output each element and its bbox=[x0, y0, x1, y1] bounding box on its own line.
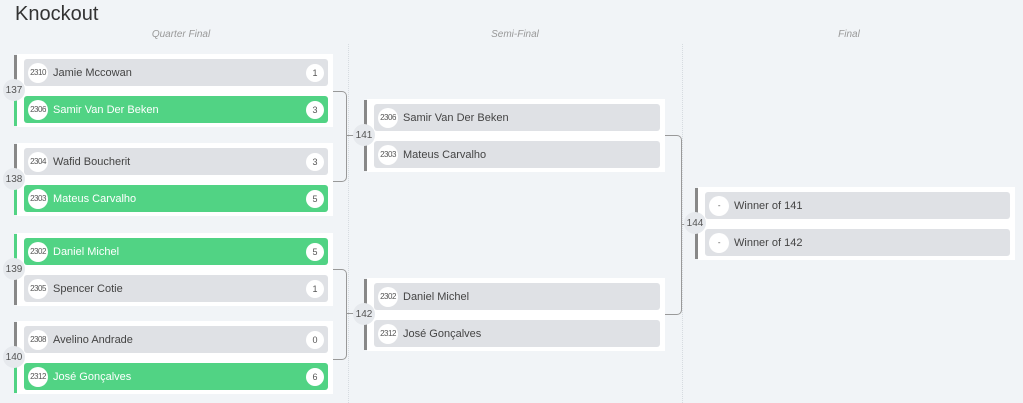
player-name: Jamie Mccowan bbox=[53, 66, 132, 79]
player-row[interactable]: - Winner of 142 bbox=[705, 229, 1010, 256]
player-score: 1 bbox=[306, 63, 324, 82]
player-name: Daniel Michel bbox=[403, 290, 470, 303]
player-score: 3 bbox=[306, 152, 324, 171]
player-name: Avelino Andrade bbox=[53, 333, 133, 346]
column-divider bbox=[348, 44, 349, 403]
round-header-quarter-final: Quarter Final bbox=[151, 29, 211, 40]
player-name: Samir Van Der Beken bbox=[403, 111, 509, 124]
match-141: 2306 Samir Van Der Beken 2303 Mateus Car… bbox=[353, 99, 665, 172]
player-seed: 2304 bbox=[28, 151, 48, 172]
player-name: José Gonçalves bbox=[403, 327, 482, 340]
player-name: Samir Van Der Beken bbox=[53, 103, 159, 116]
winner-indicator-bar bbox=[364, 136, 367, 171]
winner-indicator-bar bbox=[14, 55, 17, 90]
winner-indicator-bar bbox=[14, 91, 17, 126]
bracket-connector bbox=[347, 313, 355, 314]
bracket-connector bbox=[347, 135, 355, 136]
player-seed: - bbox=[709, 195, 729, 216]
winner-indicator-bar bbox=[364, 279, 367, 314]
player-seed: 2302 bbox=[378, 286, 398, 307]
match-number-badge: 140 bbox=[3, 346, 25, 368]
player-score: 1 bbox=[306, 279, 324, 298]
player-seed: 2303 bbox=[378, 144, 398, 165]
player-row[interactable]: 2305 Spencer Cotie 1 bbox=[24, 275, 328, 302]
player-row[interactable]: 2304 Wafid Boucherit 3 bbox=[24, 148, 328, 175]
player-seed: 2302 bbox=[28, 241, 48, 262]
player-row[interactable]: 2312 José Gonçalves 6 bbox=[24, 363, 328, 390]
player-row[interactable]: 2306 Samir Van Der Beken 3 bbox=[24, 96, 328, 123]
winner-indicator-bar bbox=[695, 188, 698, 223]
column-divider bbox=[682, 44, 683, 403]
player-name: Winner of 142 bbox=[734, 236, 803, 249]
match-142: 2302 Daniel Michel 2312 José Gonçalves 1… bbox=[353, 278, 665, 351]
player-name: Mateus Carvalho bbox=[53, 192, 137, 205]
player-row[interactable]: - Winner of 141 bbox=[705, 192, 1010, 219]
player-name: Daniel Michel bbox=[53, 245, 120, 258]
player-seed: 2306 bbox=[28, 99, 48, 120]
player-seed: 2305 bbox=[28, 278, 48, 299]
match-number-badge: 138 bbox=[3, 168, 25, 190]
match-140: 2308 Avelino Andrade 0 2312 José Gonçalv… bbox=[3, 321, 333, 394]
player-row[interactable]: 2306 Samir Van Der Beken bbox=[374, 104, 660, 131]
player-seed: 2303 bbox=[28, 188, 48, 209]
player-row[interactable]: 2312 José Gonçalves bbox=[374, 320, 660, 347]
winner-indicator-bar bbox=[14, 322, 17, 357]
match-138: 2304 Wafid Boucherit 3 2303 Mateus Carva… bbox=[3, 143, 333, 216]
player-score: 5 bbox=[306, 189, 324, 208]
player-seed: 2312 bbox=[378, 323, 398, 344]
winner-indicator-bar bbox=[364, 315, 367, 350]
player-row[interactable]: 2303 Mateus Carvalho 5 bbox=[24, 185, 328, 212]
player-name: Spencer Cotie bbox=[53, 282, 123, 295]
player-row[interactable]: 2310 Jamie Mccowan 1 bbox=[24, 59, 328, 86]
bracket-connector bbox=[665, 135, 682, 315]
player-score: 6 bbox=[306, 367, 324, 386]
match-number-badge: 142 bbox=[353, 303, 375, 325]
round-header-final: Final bbox=[838, 29, 860, 40]
player-seed: 2310 bbox=[28, 62, 48, 83]
player-score: 5 bbox=[306, 242, 324, 261]
player-seed: 2308 bbox=[28, 329, 48, 350]
winner-indicator-bar bbox=[364, 100, 367, 135]
round-header-semi-final: Semi-Final bbox=[491, 29, 539, 40]
bracket-connector bbox=[333, 91, 347, 182]
player-row[interactable]: 2302 Daniel Michel 5 bbox=[24, 238, 328, 265]
match-137: 2310 Jamie Mccowan 1 2306 Samir Van Der … bbox=[3, 54, 333, 127]
player-seed: 2306 bbox=[378, 107, 398, 128]
player-name: Winner of 141 bbox=[734, 199, 803, 212]
bracket-connector bbox=[333, 269, 347, 360]
winner-indicator-bar bbox=[14, 358, 17, 393]
winner-indicator-bar bbox=[14, 144, 17, 179]
match-number-badge: 144 bbox=[684, 212, 706, 234]
player-seed: 2312 bbox=[28, 366, 48, 387]
player-row[interactable]: 2308 Avelino Andrade 0 bbox=[24, 326, 328, 353]
player-seed: - bbox=[709, 232, 729, 253]
player-row[interactable]: 2302 Daniel Michel bbox=[374, 283, 660, 310]
page-title: Knockout bbox=[15, 3, 99, 25]
winner-indicator-bar bbox=[14, 270, 17, 305]
player-name: Mateus Carvalho bbox=[403, 148, 487, 161]
match-144: - Winner of 141 - Winner of 142 144 bbox=[684, 187, 1015, 260]
match-139: 2302 Daniel Michel 5 2305 Spencer Cotie … bbox=[3, 233, 333, 306]
player-row[interactable]: 2303 Mateus Carvalho bbox=[374, 141, 660, 168]
winner-indicator-bar bbox=[695, 224, 698, 259]
player-score: 3 bbox=[306, 100, 324, 119]
player-score: 0 bbox=[306, 330, 324, 349]
match-number-badge: 141 bbox=[353, 124, 375, 146]
winner-indicator-bar bbox=[14, 180, 17, 215]
match-number-badge: 139 bbox=[3, 258, 25, 280]
player-name: José Gonçalves bbox=[53, 370, 132, 383]
player-name: Wafid Boucherit bbox=[53, 155, 131, 168]
winner-indicator-bar bbox=[14, 234, 17, 269]
match-number-badge: 137 bbox=[3, 79, 25, 101]
